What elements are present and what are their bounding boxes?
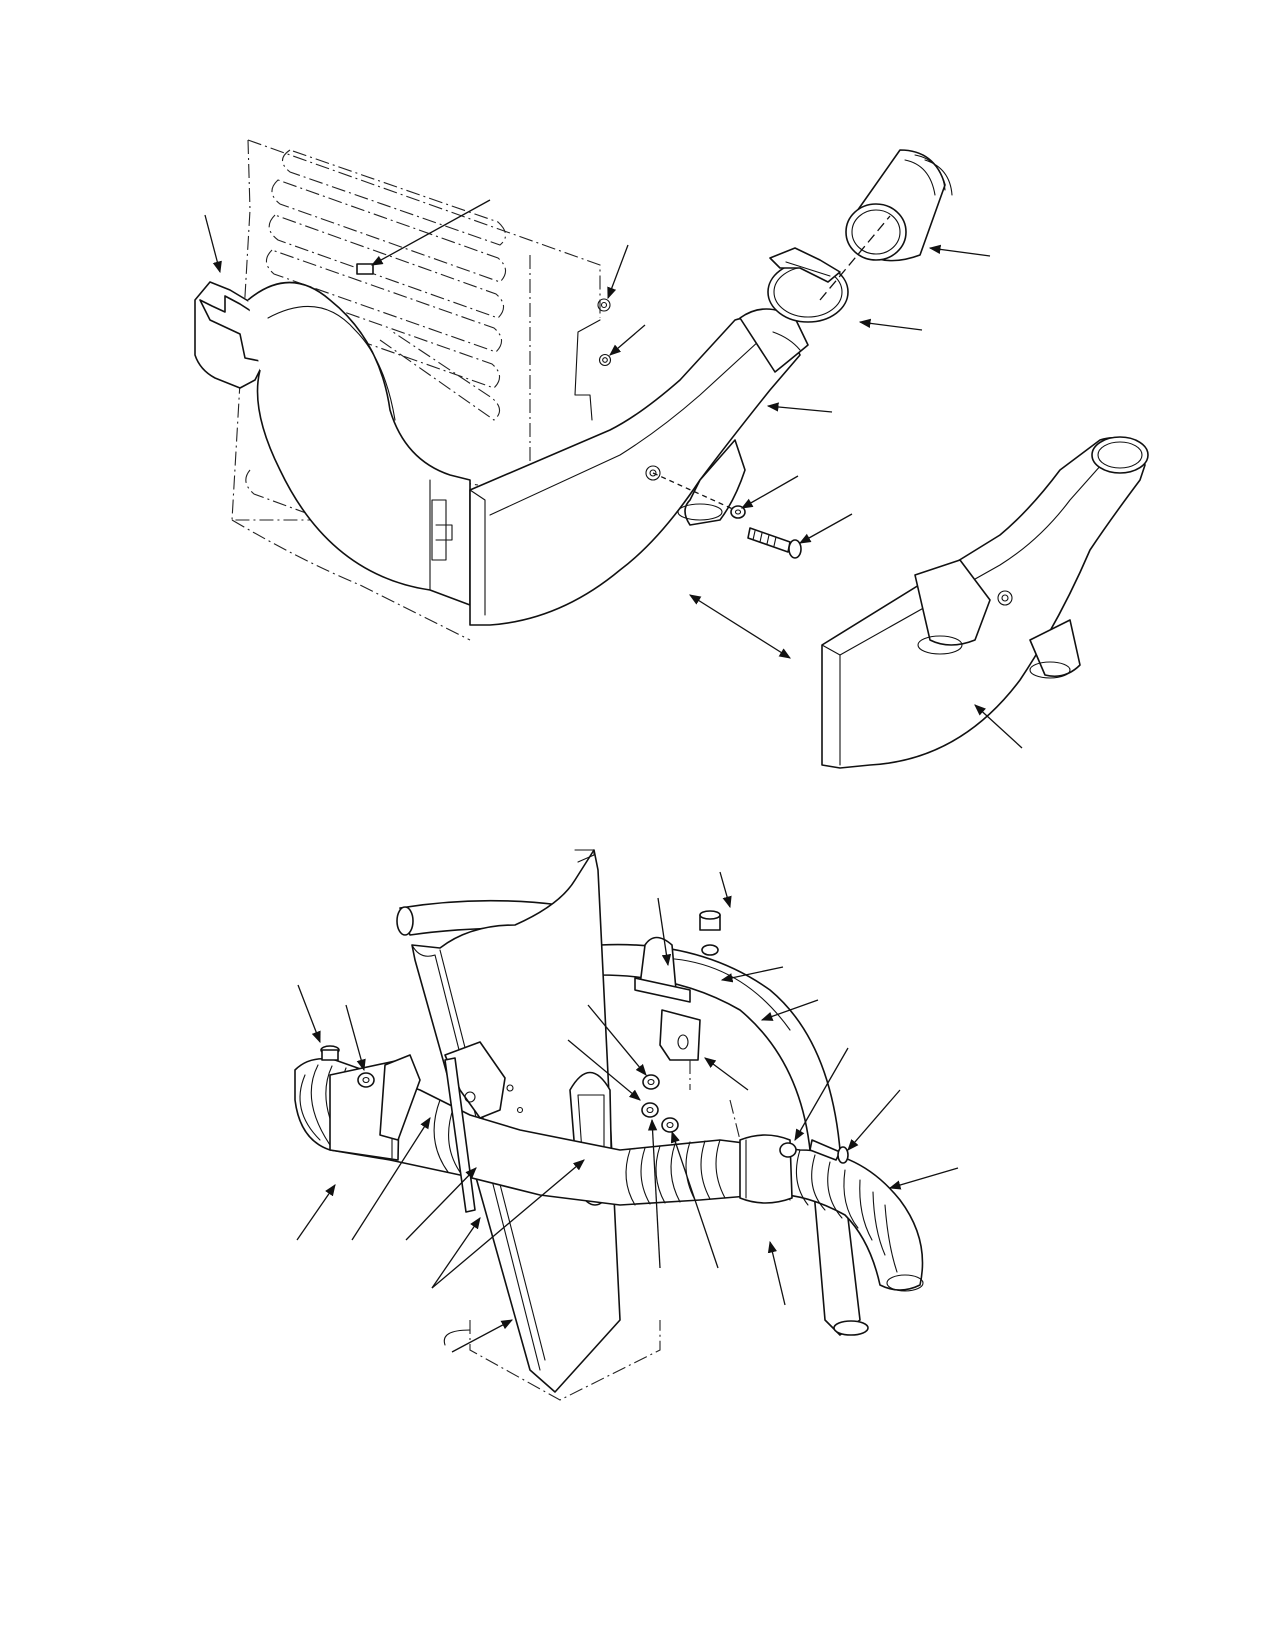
washer-screw (652, 472, 802, 559)
replacement-duct (821, 436, 1149, 769)
screw (747, 527, 791, 553)
bottom-callout-leaders (296, 871, 959, 1353)
exchange-arrow (689, 594, 791, 659)
top-callout-leaders (204, 199, 1023, 749)
bottom-hose-assembly (294, 849, 959, 1401)
duct-mount-hole (645, 465, 661, 481)
hose-clamp (767, 247, 849, 323)
fasteners (320, 910, 849, 1164)
panel-tab (356, 263, 374, 275)
left-duct (194, 281, 471, 606)
nut-upper (597, 298, 611, 312)
upper-clamp (634, 936, 701, 1061)
washer (730, 505, 746, 519)
elbow-duct (469, 308, 809, 626)
top-duct-assembly (194, 139, 1149, 769)
replacement-duct-hole (997, 590, 1013, 606)
nut-lower (598, 353, 612, 367)
hose-sleeve (819, 149, 953, 301)
